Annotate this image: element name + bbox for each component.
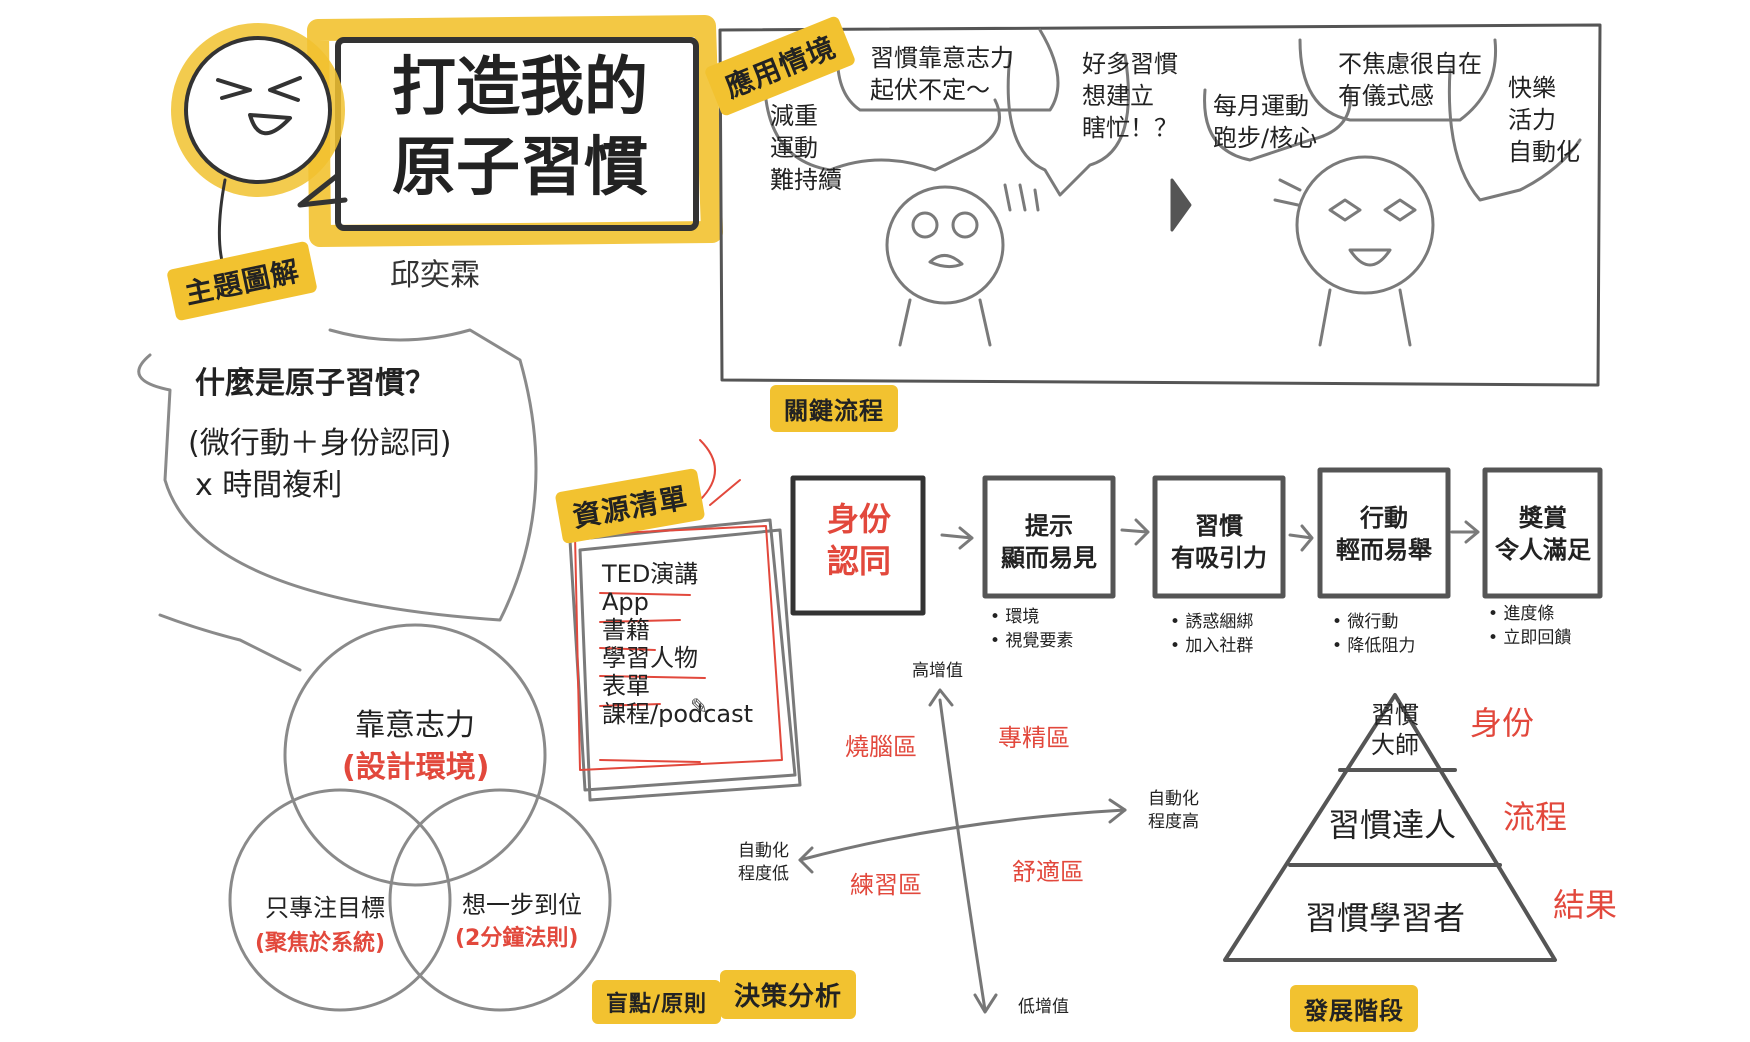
process-step-cue-notes: • 環境 • 視覺要素 [990,607,1074,651]
page-title: 打造我的 原子習慣 [350,48,690,208]
resource-item: TED演講 [602,560,699,588]
process-step-reward: 獎賞 令人滿足 [1495,504,1591,564]
tag-decision: 決策分析 [720,970,857,1019]
tag-blindspot: 盲點/原則 [592,980,722,1024]
venn-left-fix: (聚焦於系統) [255,931,386,956]
process-step-response: 行動 輕而易舉 [1336,504,1432,564]
venn-top-fix: (設計環境) [342,750,490,785]
scenario-bubble-5: 不焦慮很自在 有儀式感 [1338,50,1482,110]
definition-formula-line2: x 時間複利 [195,468,343,503]
process-step-craving-notes: • 誘惑綑綁 • 加入社群 [1170,612,1254,656]
matrix-y-top: 高增值 [912,661,963,681]
zone-bottom-right: 舒適區 [1012,858,1084,886]
title-line-1: 打造我的 [392,51,648,125]
resource-item: App [602,588,649,616]
scenario-bubble-4: 每月運動 跑步/核心 [1213,92,1318,152]
process-identity: 身份 認同 [826,500,891,580]
pyramid-label-result: 結果 [1553,886,1618,924]
matrix-x-right: 自動化 程度高 [1148,789,1199,832]
resource-item: 學習人物 [602,644,698,672]
venn-left-label: 只專注目標 [265,894,385,922]
pyramid-level-bottom: 習慣學習者 [1305,899,1466,937]
venn-right-label: 想一步到位 [462,891,582,919]
pyramid-level-top: 習慣 大師 [1371,701,1419,759]
resource-item: 課程/podcast [602,700,754,728]
process-step-reward-notes: • 進度條 • 立即回饋 [1488,604,1572,648]
scenario-bubble-2: 習慣靠意志力 起伏不定～ [870,44,1014,104]
pencil-icon: ✎ [690,695,709,720]
scenario-bubble-1: 減重 運動 難持續 [770,102,842,194]
scenario-bubble-6: 快樂 活力 自動化 [1508,74,1580,166]
pyramid-label-identity: 身份 [1470,704,1535,742]
resource-item: 書籍 [602,616,650,644]
venn-right-fix: (2分鐘法則) [455,926,579,951]
zone-top-left: 燒腦區 [845,733,917,761]
process-step-cue: 提示 顯而易見 [1001,512,1097,572]
process-step-response-notes: • 微行動 • 降低阻力 [1332,612,1416,656]
matrix-x-left: 自動化 程度低 [738,841,789,884]
process-step-craving: 習慣 有吸引力 [1171,512,1267,572]
tag-process: 關鍵流程 [770,385,898,432]
venn-top-label: 靠意志力 [355,708,475,743]
tag-stages: 發展階段 [1290,985,1418,1032]
resource-list: TED演講 App 書籍 學習人物 表單 課程/podcast [602,560,753,728]
zone-top-right: 專精區 [998,724,1070,752]
pyramid-label-process: 流程 [1503,798,1568,836]
pyramid-level-middle: 習慣達人 [1328,806,1457,844]
author-name: 邱奕霖 [390,258,480,293]
definition-question: 什麼是原子習慣？ [195,366,435,401]
resource-item: 表單 [602,672,650,700]
matrix-y-bottom: 低增值 [1018,997,1069,1017]
zone-bottom-left: 練習區 [850,871,922,899]
scenario-bubble-3: 好多習慣 想建立 瞎忙！？ [1082,50,1178,142]
definition-formula-line1: (微行動＋身份認同) [188,426,452,461]
title-line-2: 原子習慣 [392,131,648,205]
